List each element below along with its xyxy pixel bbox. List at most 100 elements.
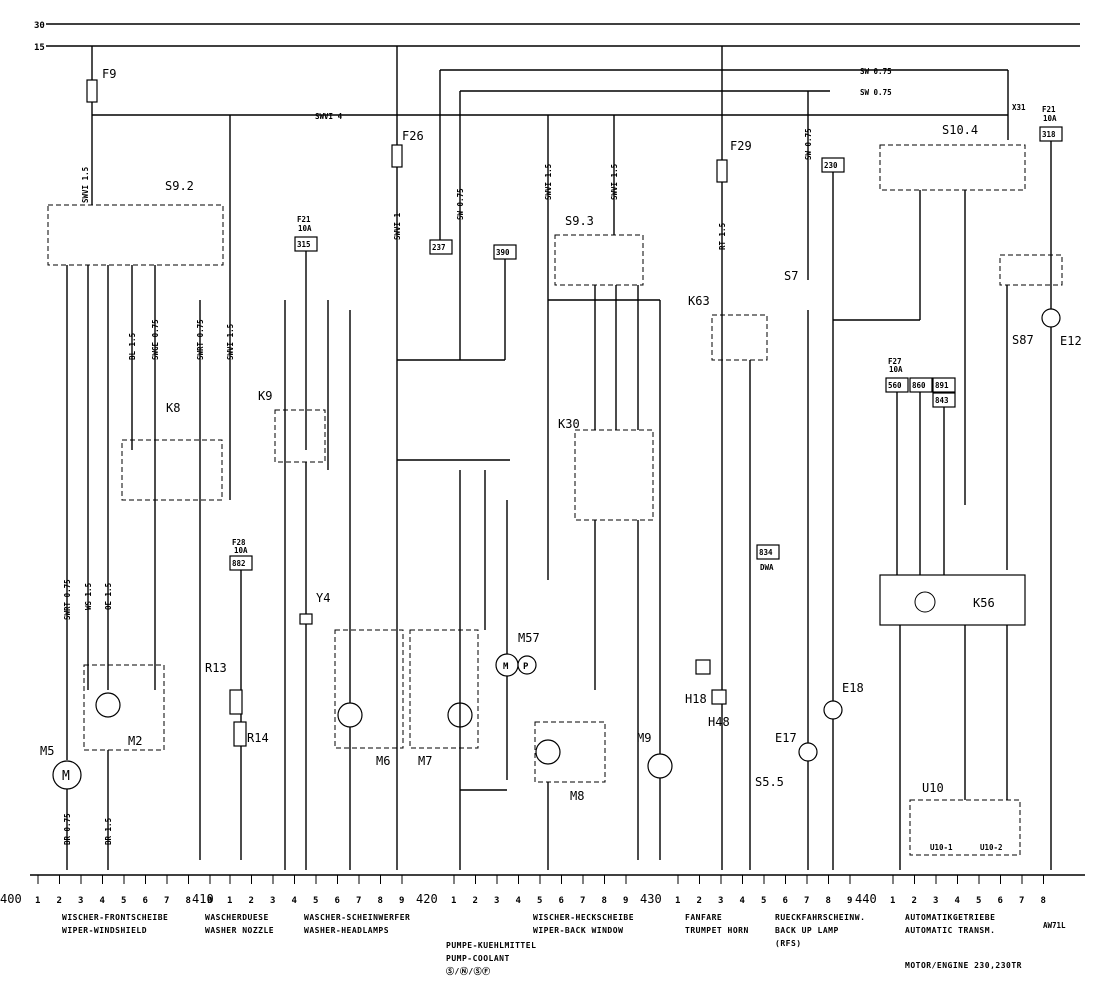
svg-text:F26: F26 (402, 129, 424, 143)
svg-text:DWA: DWA (760, 563, 774, 572)
svg-text:R14: R14 (247, 731, 269, 745)
ref-tick-label: 4 (740, 896, 746, 906)
svg-text:F21: F21 (1042, 105, 1056, 114)
svg-text:M8: M8 (570, 789, 584, 803)
ref-tick-label: 1 (451, 896, 456, 906)
ref-tick-label: 2 (249, 896, 254, 906)
ref-tick-label: 5 (313, 896, 318, 906)
horn-h18 (695, 659, 711, 675)
svg-text:SWVI 1: SWVI 1 (393, 212, 402, 240)
ref-tick-label: 8 (186, 896, 191, 906)
caption-line: (RFS) (775, 939, 802, 948)
ref-tick-label: 8 (1041, 896, 1046, 906)
svg-text:S5.5: S5.5 (755, 775, 784, 789)
motor-m2 (83, 664, 165, 751)
ref-tick-label: 6 (143, 896, 148, 906)
lamp-e17 (798, 742, 818, 762)
ref-tick-label: 8 (826, 896, 831, 906)
ref-tick-label: 3 (933, 896, 938, 906)
ref-group-420: 420 (416, 892, 438, 906)
ref-tick-label: 9 (623, 896, 628, 906)
caption-line: WASHER-HEADLAMPS (304, 926, 389, 935)
ref-tick-label: 1 (227, 896, 232, 906)
svg-text:SW 0.75: SW 0.75 (860, 88, 892, 97)
caption-line: WIPER-WINDSHIELD (62, 926, 147, 935)
svg-text:E12: E12 (1060, 334, 1082, 348)
svg-text:882: 882 (232, 559, 246, 568)
caption-line: Ⓢ/Ⓝ/ⓈⒻ (446, 966, 491, 976)
svg-text:390: 390 (496, 248, 510, 257)
caption-line: PUMP-COOLANT (446, 954, 510, 963)
svg-text:SWVI 1.5: SWVI 1.5 (544, 164, 553, 200)
caption-line: WISCHER-FRONTSCHEIBE (62, 913, 168, 922)
ref-tick-label: 5 (761, 896, 766, 906)
svg-text:Y4: Y4 (316, 591, 330, 605)
caption-line: WIPER-BACK WINDOW (533, 926, 623, 935)
svg-text:K56: K56 (973, 596, 995, 610)
captions: WISCHER-FRONTSCHEIBE WIPER-WINDSHIELD WASC… (62, 913, 1066, 976)
svg-text:K30: K30 (558, 417, 580, 431)
ref-tick-label: 2 (473, 896, 478, 906)
svg-text:E17: E17 (775, 731, 797, 745)
motor-m8 (534, 721, 606, 783)
svg-text:834: 834 (759, 548, 773, 557)
svg-text:M: M (62, 769, 70, 784)
ref-tick-label: 5 (121, 896, 126, 906)
ref-tick-label: 8 (602, 896, 607, 906)
svg-text:M57: M57 (518, 631, 540, 645)
caption-line: WASHER NOZZLE (205, 926, 274, 935)
svg-text:F27: F27 (888, 357, 902, 366)
lamp-e18 (823, 700, 843, 720)
svg-text:10A: 10A (1043, 114, 1057, 123)
svg-text:H48: H48 (708, 715, 730, 729)
fuse-f29 (716, 159, 728, 183)
rail-15-label: 15 (34, 43, 45, 53)
svg-text:WS 1.5: WS 1.5 (84, 583, 93, 610)
caption-line: FANFARE (685, 913, 722, 922)
caption-line: WASCHERDUESE (205, 913, 269, 922)
svg-text:F21: F21 (297, 215, 311, 224)
ref-group-400: 400 (0, 892, 22, 906)
fuse-237 (429, 239, 453, 255)
ref-group-430: 430 (640, 892, 662, 906)
rail-30-label: 30 (34, 21, 45, 31)
svg-text:10A: 10A (889, 365, 903, 374)
relay-k9 (274, 409, 326, 463)
svg-text:SWVI 1.5: SWVI 1.5 (610, 164, 619, 200)
f9-label: F9 (102, 67, 116, 81)
svg-text:S9.3: S9.3 (565, 214, 594, 228)
ref-tick-label: 8 (378, 896, 383, 906)
svg-text:S87: S87 (1012, 333, 1034, 347)
svg-text:M: M (503, 662, 509, 672)
lamp-e12 (1041, 308, 1061, 328)
svg-text:E18: E18 (842, 681, 864, 695)
caption-line: BACK UP LAMP (775, 926, 839, 935)
ref-tick-label: 7 (1019, 896, 1024, 906)
svg-text:K9: K9 (258, 389, 272, 403)
relay-k56 (879, 574, 1026, 626)
ref-tick-label: 6 (783, 896, 788, 906)
svg-text:SW 0.75: SW 0.75 (456, 188, 465, 220)
svg-text:M5: M5 (40, 744, 54, 758)
svg-text:U10-2: U10-2 (980, 843, 1003, 852)
svg-text:K8: K8 (166, 401, 180, 415)
svg-text:SW 0.75: SW 0.75 (860, 67, 892, 76)
svg-text:M9: M9 (637, 731, 651, 745)
svg-text:BL 1.5: BL 1.5 (128, 333, 137, 360)
svg-text:860: 860 (912, 381, 926, 390)
svg-text:BR 1.5: BR 1.5 (104, 818, 113, 845)
svg-text:SWRT 0.75: SWRT 0.75 (196, 319, 205, 360)
ref-tick-label: 5 (537, 896, 542, 906)
caption-line: WISCHER-HECKSCHEIBE (533, 913, 634, 922)
svg-text:P: P (523, 662, 529, 672)
relay-k30 (574, 429, 654, 521)
ref-tick-label: 7 (164, 896, 169, 906)
caption-line: WASCHER-SCHEINWERFER (304, 913, 410, 922)
caption-line: RUECKFAHRSCHEINW. (775, 913, 865, 922)
relay-k63 (711, 314, 768, 361)
resistor-r14 (233, 721, 247, 747)
ref-tick-label: 1 (675, 896, 680, 906)
svg-text:OE 1.5: OE 1.5 (104, 583, 113, 610)
svg-text:RT 1.5: RT 1.5 (718, 223, 727, 250)
